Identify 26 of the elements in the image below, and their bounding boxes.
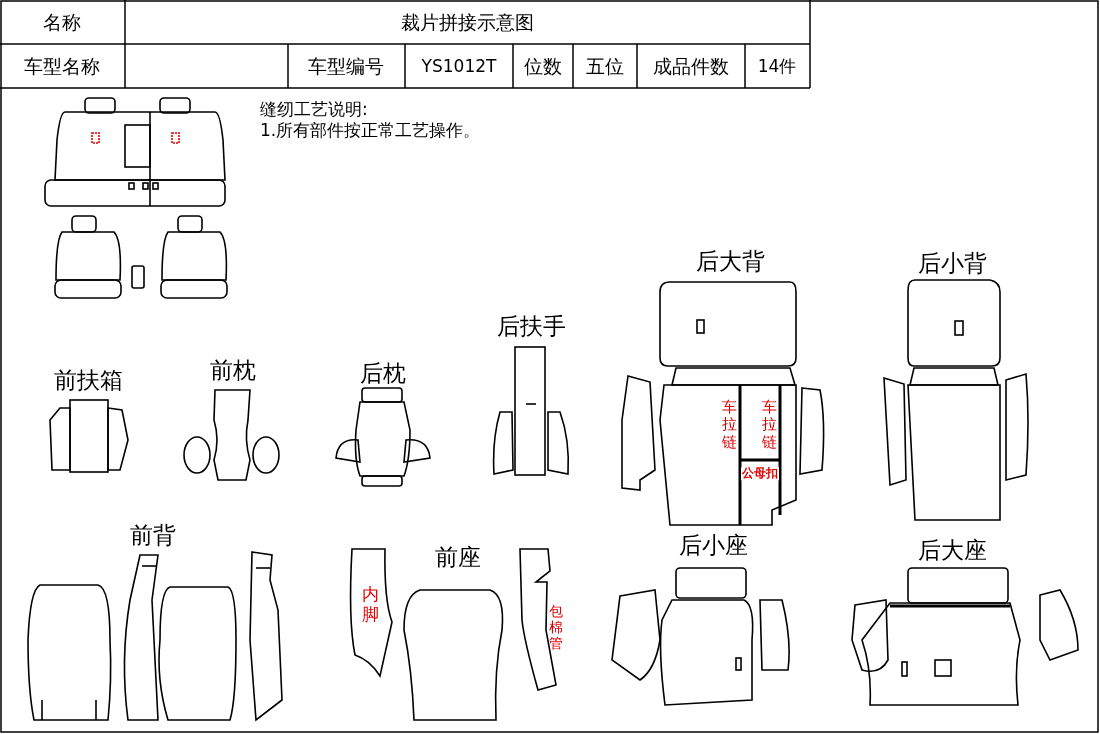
part-title: 后大座 (917, 538, 987, 564)
sewing-note: 内脚 (361, 585, 379, 625)
header-label: 位数 (524, 55, 562, 77)
note-text: 1.所有部件按正常工艺操作。 (260, 121, 481, 140)
part-title: 前扶箱 (53, 368, 123, 394)
part-title: 前枕 (210, 358, 256, 384)
header-value: 14件 (757, 56, 797, 76)
title: 裁片拼接示意图 (400, 11, 534, 33)
header-label: 车型名称 (24, 55, 100, 77)
part-title: 后小座 (678, 533, 748, 559)
header-value: 五位 (586, 55, 624, 77)
header-label: 车型编号 (308, 55, 384, 77)
part-title: 后小背 (917, 251, 987, 277)
note-heading: 缝纫工艺说明: (260, 100, 368, 119)
sewing-note: 包棉管 (549, 602, 563, 652)
sewing-note: 车拉链 (721, 399, 737, 451)
header-value: YS1012T (421, 56, 497, 76)
part-title: 后扶手 (496, 314, 566, 340)
part-title: 前背 (130, 523, 176, 549)
part-title: 后枕 (360, 361, 406, 387)
sewing-note: 车拉链 (761, 399, 777, 451)
header-label: 成品件数 (653, 55, 729, 77)
sewing-note: 公母扣 (741, 467, 779, 481)
part-title: 后大背 (695, 249, 765, 275)
part-title: 前座 (435, 545, 481, 571)
header-label: 名称 (43, 11, 81, 33)
